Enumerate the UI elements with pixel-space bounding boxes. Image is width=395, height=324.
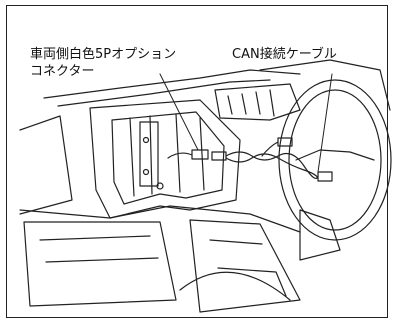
cavity-inner — [111, 111, 225, 205]
can-cable-a — [225, 151, 319, 179]
screw-2 — [142, 168, 150, 176]
rib-lines — [129, 113, 205, 197]
connector-5p — [191, 149, 209, 160]
lower-trim — [19, 205, 301, 233]
left-panel — [19, 115, 73, 215]
leader-can-cable — [317, 73, 333, 173]
can-cable-upper — [261, 141, 279, 157]
glovebox-line — [39, 235, 159, 263]
lower-arc — [179, 271, 291, 301]
cavity-outline — [89, 99, 241, 219]
console-detail — [209, 239, 287, 297]
cluster-hood — [259, 59, 391, 111]
connector-label-line2: コネクター — [30, 64, 95, 79]
can-cable-label: CAN接続ケーブル — [232, 47, 337, 62]
glovebox-outline — [23, 221, 177, 307]
vent-slats — [227, 89, 275, 117]
can-cable-b — [225, 153, 319, 179]
connector-label-line1: 車両側白色5Pオプション — [30, 47, 177, 62]
dash-top-line-2 — [57, 79, 271, 107]
vent-outline — [214, 83, 301, 121]
console-outline — [189, 219, 301, 313]
steering-wheel-rim — [278, 79, 392, 241]
screw-1 — [142, 136, 150, 144]
steering-spoke — [295, 149, 375, 161]
steering-column — [299, 209, 341, 261]
can-plug-lower — [317, 171, 333, 182]
bracket-left — [139, 121, 159, 187]
steering-wheel-rim-inner — [288, 89, 382, 231]
figure-frame — [6, 5, 388, 318]
dash-top-line — [43, 69, 301, 99]
leader-connector — [159, 73, 199, 151]
screw-3 — [156, 182, 164, 190]
connector-wire — [167, 152, 193, 159]
